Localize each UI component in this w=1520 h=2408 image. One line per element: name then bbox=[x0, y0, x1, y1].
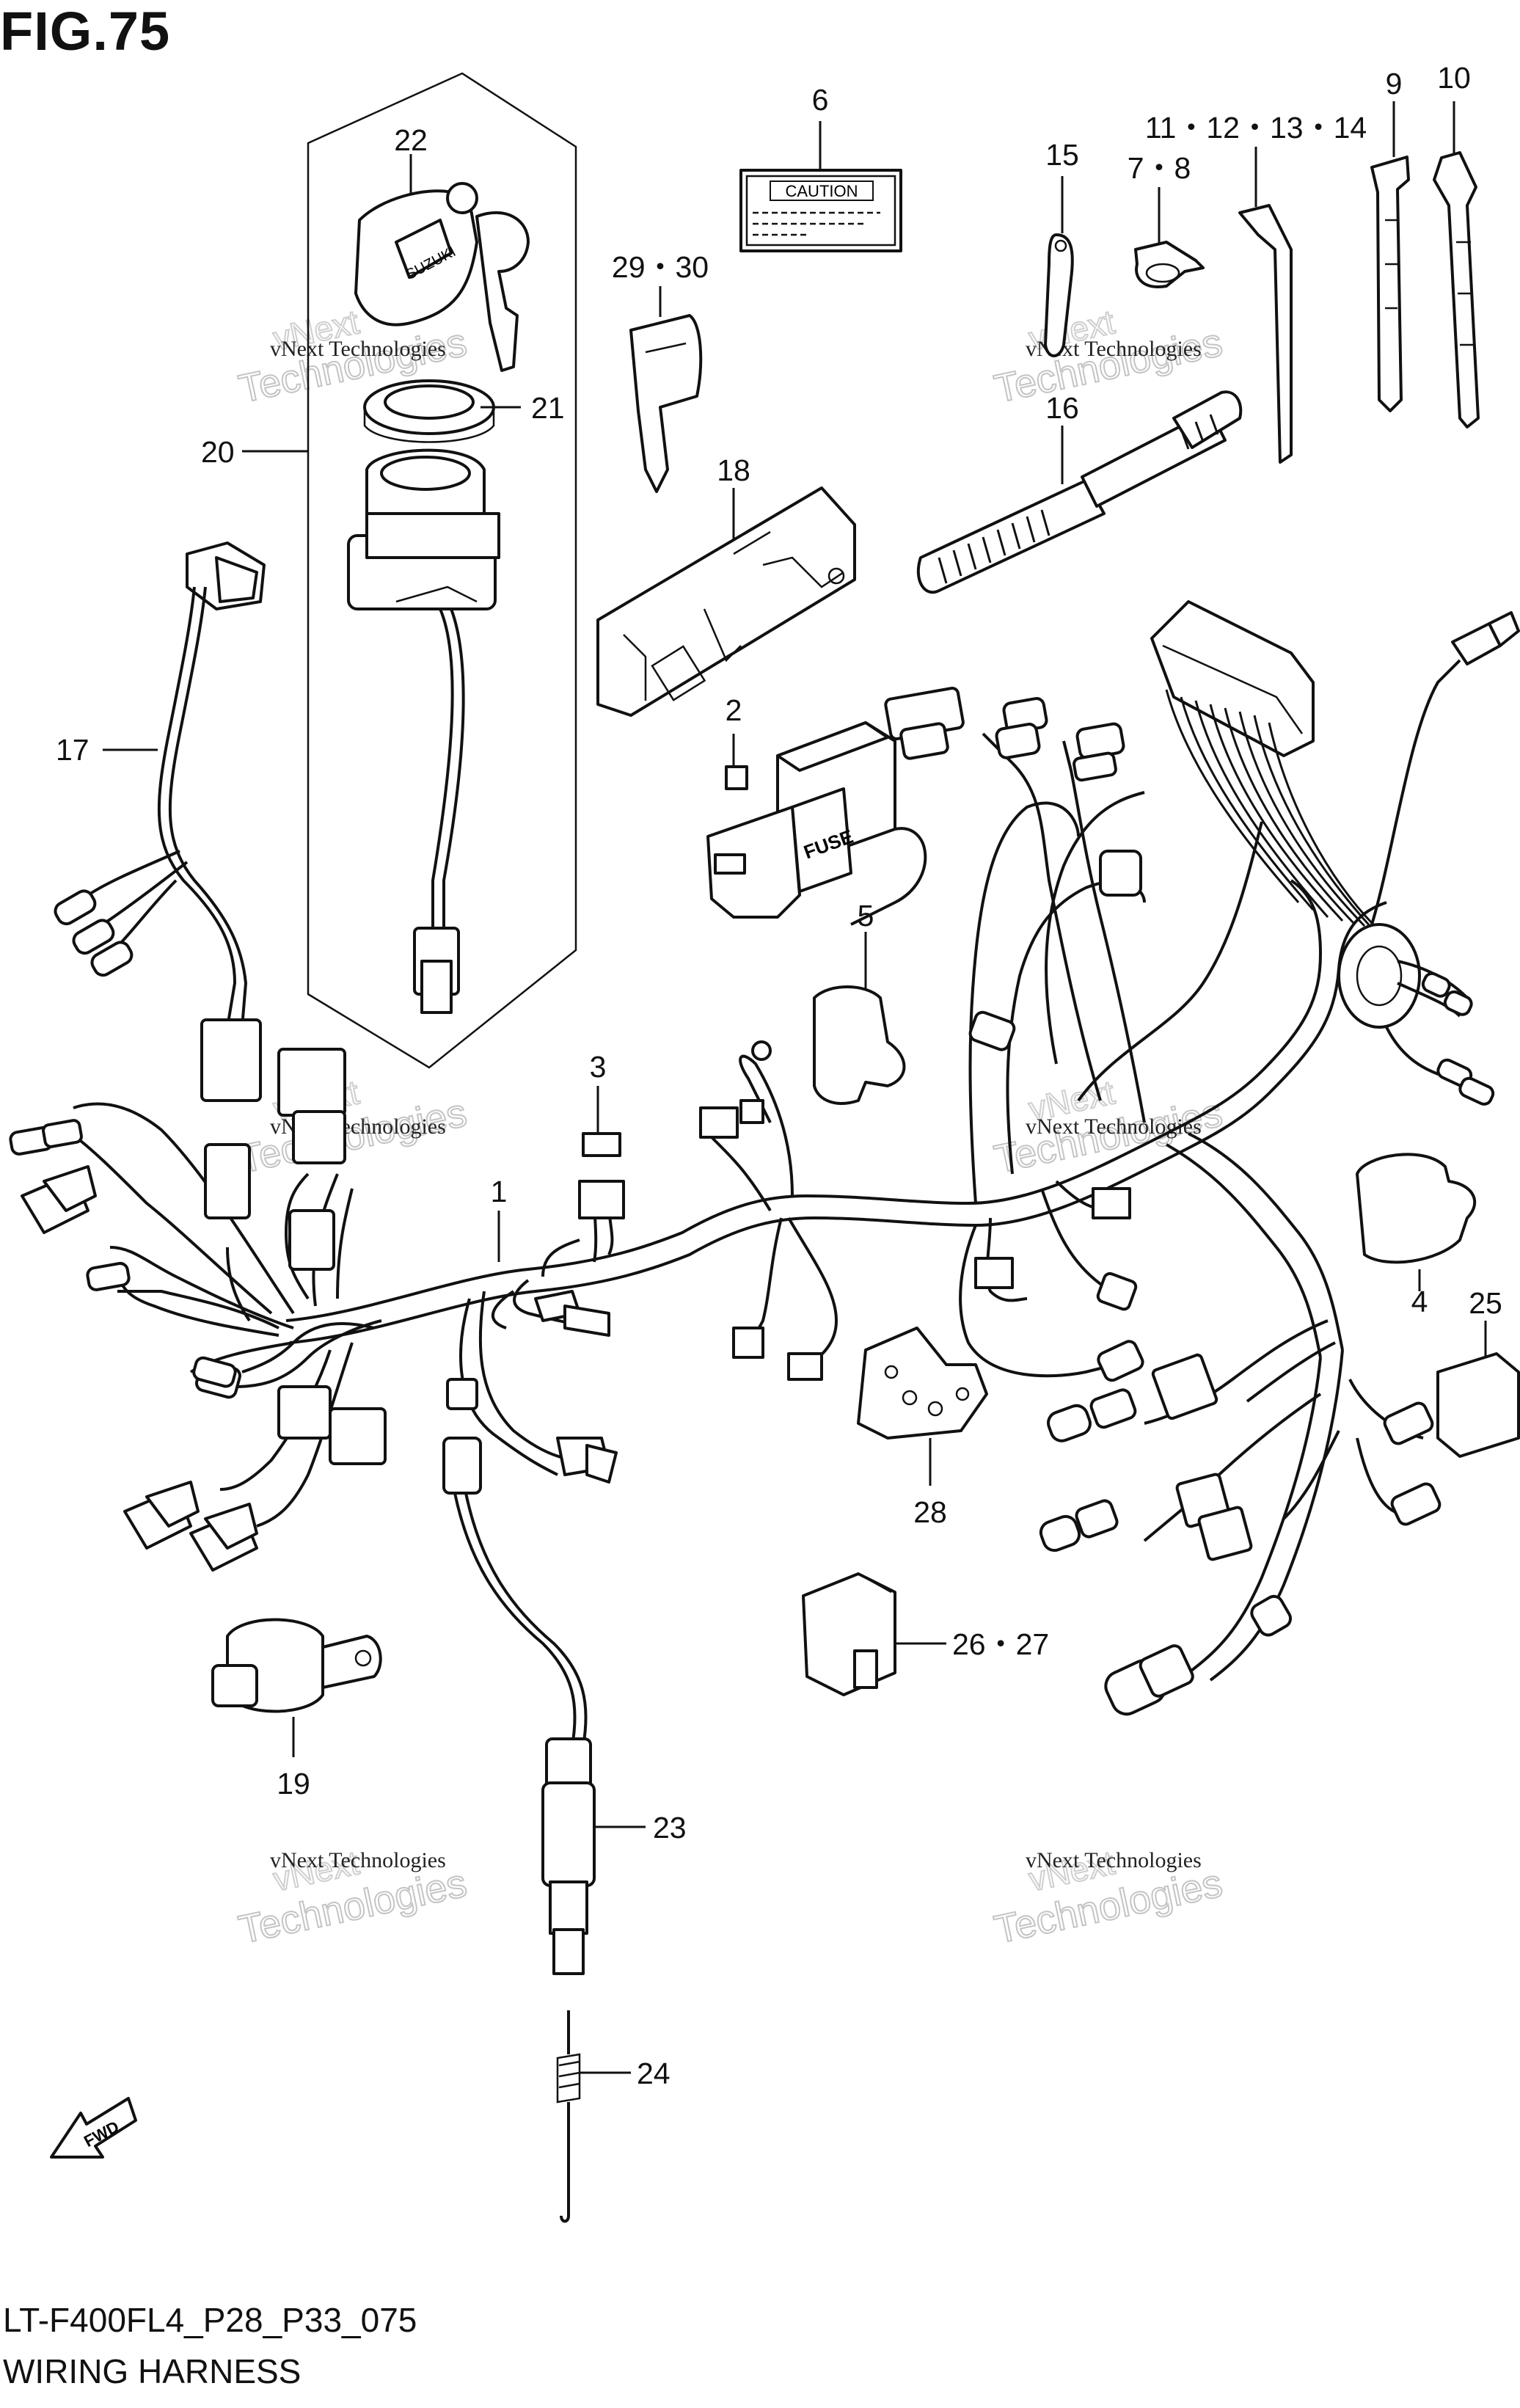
watermark-company: vNext Technologies bbox=[270, 337, 446, 361]
figure-title: FIG.75 bbox=[0, 1, 171, 62]
sub-harness bbox=[54, 541, 266, 1102]
harness-bracket bbox=[857, 1327, 988, 1486]
callout-17: 17 bbox=[56, 733, 89, 767]
callout-24: 24 bbox=[637, 2057, 671, 2090]
main-harness bbox=[9, 600, 1520, 1716]
probe bbox=[556, 2010, 631, 2223]
ignition-switch-group: SUZUKI bbox=[242, 72, 577, 1069]
fwd-arrow: FWD bbox=[50, 2097, 137, 2159]
callout-2: 2 bbox=[726, 693, 742, 727]
group-outline bbox=[307, 72, 577, 1069]
callout-28: 28 bbox=[913, 1495, 947, 1529]
callout-23: 23 bbox=[653, 1811, 687, 1845]
ecm-bracket bbox=[596, 486, 856, 717]
caution-text: CAUTION bbox=[786, 182, 858, 200]
callout-1: 1 bbox=[491, 1175, 508, 1208]
fuse-box: FUSE bbox=[706, 721, 927, 926]
relay bbox=[1436, 1321, 1520, 1458]
callout-15: 15 bbox=[1045, 138, 1079, 172]
diagram-name: WIRING HARNESS bbox=[3, 2352, 302, 2390]
caution-label: CAUTION bbox=[739, 121, 902, 252]
model-code: LT-F400FL4_P28_P33_075 bbox=[3, 2301, 417, 2339]
lock-nut bbox=[363, 379, 495, 443]
ignition-key-cap: SUZUKI bbox=[354, 182, 530, 372]
ignition-switch-body bbox=[347, 448, 500, 1014]
callout-26: 26・27 bbox=[952, 1627, 1049, 1661]
callout-16: 16 bbox=[1045, 391, 1079, 425]
callout-29: 29・30 bbox=[612, 250, 709, 284]
cable-ties bbox=[1044, 101, 1480, 464]
callout-22: 22 bbox=[394, 123, 428, 157]
callout-10: 10 bbox=[1437, 61, 1471, 95]
starter-relay bbox=[802, 1572, 946, 1696]
callout-19: 19 bbox=[277, 1767, 310, 1800]
callout-6: 6 bbox=[812, 83, 829, 117]
callout-25: 25 bbox=[1469, 1286, 1502, 1320]
callout-labels: 22 21 20 17 6 29・30 18 2 15 7・8 11・12・13… bbox=[56, 61, 1502, 2090]
callout-4: 4 bbox=[1411, 1285, 1428, 1318]
blank-key bbox=[629, 286, 703, 493]
connector-cap bbox=[813, 932, 906, 1105]
protector-tube bbox=[916, 390, 1243, 594]
callout-20: 20 bbox=[201, 435, 235, 469]
main-multi-connector bbox=[1150, 600, 1381, 932]
watermark-company: vNext Technologies bbox=[270, 1848, 446, 1872]
callout-21: 21 bbox=[531, 391, 565, 425]
sensor-lead bbox=[442, 1437, 646, 1975]
callout-5: 5 bbox=[858, 899, 874, 933]
connector-cover bbox=[1356, 1153, 1477, 1291]
watermark-company: vNext Technologies bbox=[1026, 1848, 1202, 1872]
watermark-company: vNext Technologies bbox=[1026, 1114, 1202, 1139]
callout-11: 11・12・13・14 bbox=[1145, 111, 1367, 145]
callout-18: 18 bbox=[717, 453, 750, 487]
callout-9: 9 bbox=[1386, 67, 1403, 101]
pressure-switch bbox=[211, 1618, 382, 1757]
callout-7: 7・8 bbox=[1128, 151, 1191, 185]
harness-grommet bbox=[1337, 923, 1495, 1106]
callout-3: 3 bbox=[590, 1050, 607, 1084]
